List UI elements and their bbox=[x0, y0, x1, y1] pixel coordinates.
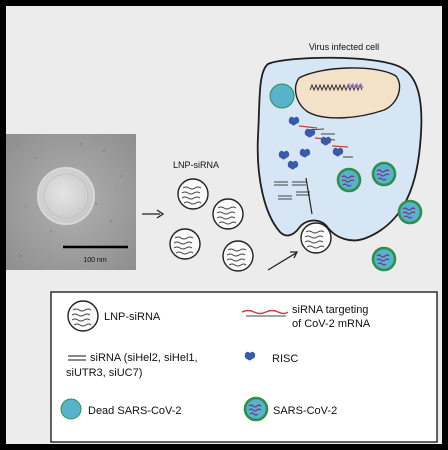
nucleus bbox=[294, 67, 401, 119]
legend-sars-icon bbox=[243, 396, 269, 422]
sars-cov-2-particle bbox=[371, 161, 397, 187]
lnp-particle bbox=[212, 198, 244, 230]
viral-genome bbox=[309, 83, 363, 92]
legend-box bbox=[50, 291, 438, 443]
figure-panel: 100 nm LNP-siRNA Virus infected cell bbox=[6, 6, 442, 444]
scale-bar-label: 100 nm bbox=[83, 257, 107, 264]
lnp-particle bbox=[177, 178, 209, 210]
uptake-line bbox=[305, 177, 313, 215]
em-micrograph: 100 nm bbox=[6, 134, 136, 270]
risc-complexes bbox=[278, 116, 353, 170]
legend-lnp-icon bbox=[67, 300, 99, 332]
legend-sirna-line1: siRNA (siHel2, siHel1, bbox=[90, 352, 198, 364]
arrow-to-lnp bbox=[142, 209, 165, 219]
legend-sars-label: SARS-CoV-2 bbox=[273, 405, 337, 417]
legend-lnp-label: LNP-siRNA bbox=[104, 311, 161, 323]
lnp-particle bbox=[169, 228, 201, 260]
arrow-to-cell bbox=[267, 251, 299, 271]
legend-dead-icon bbox=[60, 398, 82, 420]
legend-targeting-line1: siRNA targeting bbox=[292, 304, 368, 316]
legend-sirna-icon bbox=[68, 355, 86, 361]
legend-risc-label: RISC bbox=[272, 353, 298, 365]
lnp-particle bbox=[222, 240, 254, 272]
lnp-entering bbox=[300, 222, 332, 254]
cell-title: Virus infected cell bbox=[309, 42, 379, 52]
legend-targeting-icon bbox=[241, 309, 289, 315]
graphical-abstract: 100 nm LNP-siRNA Virus infected cell bbox=[6, 42, 438, 443]
lnp-cluster-title: LNP-siRNA bbox=[173, 160, 219, 170]
legend-dead-label: Dead SARS-CoV-2 bbox=[88, 405, 182, 417]
legend-sirna-line2: siUTR3, siUC7) bbox=[66, 367, 142, 379]
sars-cov-2-particle bbox=[397, 199, 423, 225]
sars-cov-2-particle bbox=[336, 167, 362, 193]
sars-cov-2-particle bbox=[371, 246, 397, 272]
dead-virus bbox=[269, 83, 295, 109]
legend-targeting-line2: of CoV-2 mRNA bbox=[292, 318, 371, 330]
